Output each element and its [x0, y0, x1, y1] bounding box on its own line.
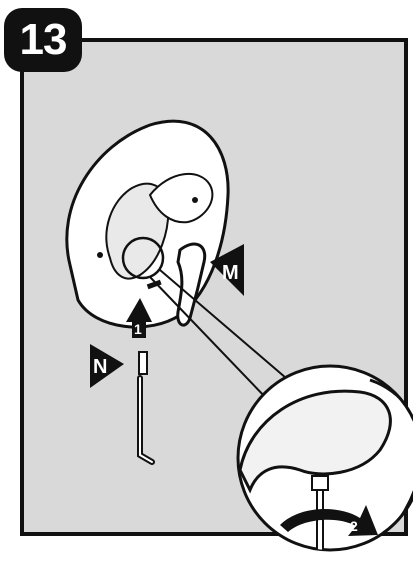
callout-2-label: 2 — [350, 518, 358, 534]
callout-m-label: M — [222, 262, 239, 284]
callout-n-label: N — [93, 356, 107, 378]
callout-1-label: 1 — [134, 321, 142, 337]
